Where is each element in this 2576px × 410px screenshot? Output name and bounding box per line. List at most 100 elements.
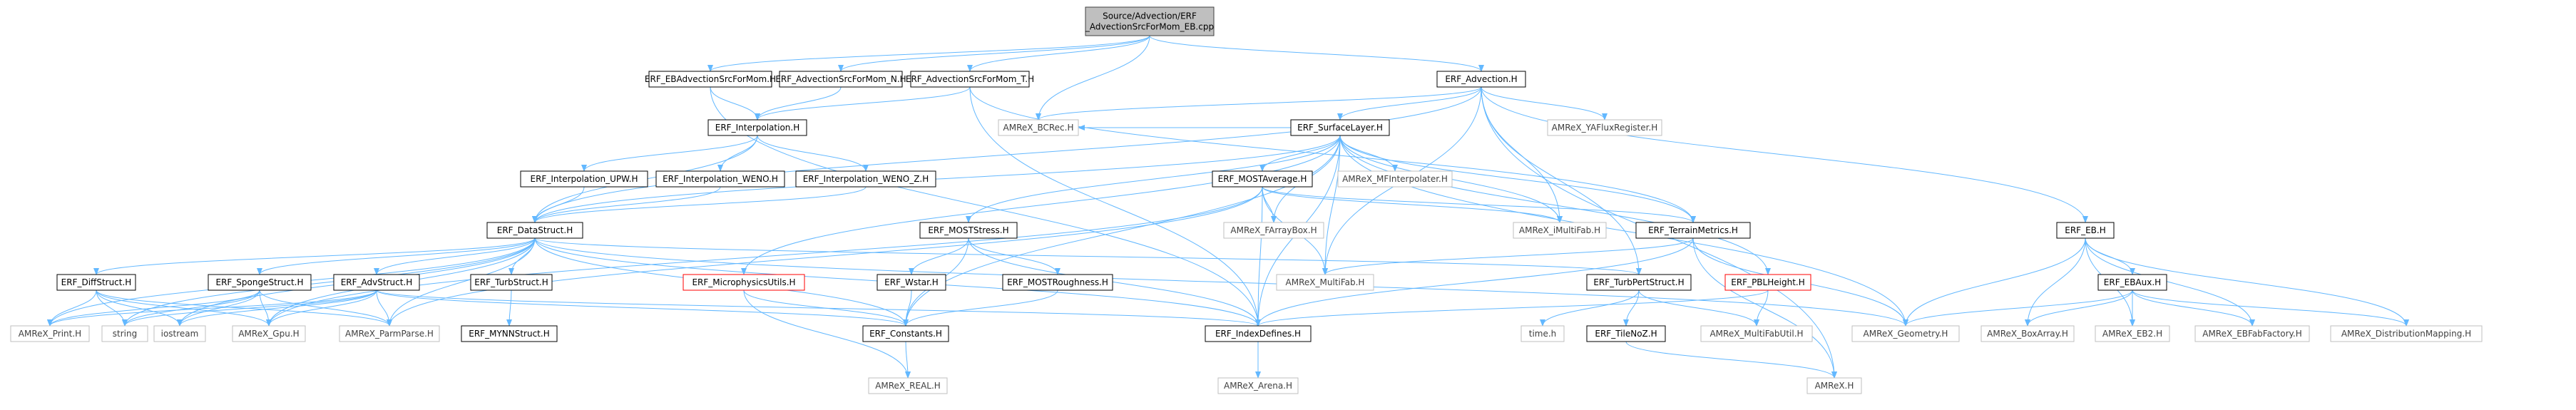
node-string: string — [101, 325, 148, 342]
node-real-label: AMReX_REAL.H — [875, 381, 941, 391]
node-timeh: time.h — [1520, 325, 1565, 342]
node-sponge-label: ERF_SpongeStruct.H — [215, 277, 303, 287]
node-advs[interactable]: ERF_AdvStruct.H — [333, 274, 420, 291]
node-datastruct[interactable]: ERF_DataStruct.H — [486, 222, 583, 239]
node-advs-box — [333, 274, 420, 291]
node-surf-label: ERF_SurfaceLayer.H — [1297, 123, 1383, 133]
node-upw-box — [520, 170, 648, 188]
node-srcT[interactable]: ERF_AdvectionSrcForMom_T.H — [906, 71, 1034, 88]
node-imf-label: AMReX_iMultiFab.H — [1519, 225, 1600, 235]
edge-diff-to-gpu — [96, 289, 272, 327]
node-distmap: AMReX_DistributionMapping.H — [2330, 325, 2483, 342]
edge-terrain-to-multifab — [1322, 237, 1694, 275]
node-multifab-label: AMReX_MultiFab.H — [1286, 277, 1365, 287]
node-distmap-label: AMReX_DistributionMapping.H — [2341, 329, 2471, 339]
node-pbl-label: ERF_PBLHeight.H — [1731, 277, 1804, 287]
node-pbl[interactable]: ERF_PBLHeight.H — [1724, 274, 1811, 291]
edge-diff-to-parmparse — [96, 289, 392, 327]
edge-turbpert-to-mfutil — [1638, 289, 1759, 327]
node-ebsrc[interactable]: ERF_EBAdvectionSrcForMom.H — [645, 71, 776, 88]
edge-constants-to-real — [904, 341, 911, 379]
edge-advs-to-iostream — [177, 289, 377, 327]
node-mostavg-label: ERF_MOSTAverage.H — [1218, 174, 1307, 184]
node-turbs[interactable]: ERF_TurbStruct.H — [470, 274, 553, 291]
edge-mostavg-to-parmparse — [387, 186, 1263, 327]
edge-turbpert-to-timeh — [1540, 289, 1640, 327]
edge-micro-to-real — [743, 289, 911, 379]
node-srcN[interactable]: ERF_AdvectionSrcForMom_N.H — [775, 71, 906, 88]
node-bcrec-box — [998, 119, 1079, 136]
node-imf: AMReX_iMultiFab.H — [1513, 222, 1607, 239]
node-mostrough[interactable]: ERF_MOSTRoughness.H — [1002, 274, 1113, 291]
node-micro[interactable]: ERF_MicrophysicsUtils.H — [683, 274, 805, 291]
edge-srcT-to-terrain — [969, 86, 1696, 223]
node-ebfab-box — [2194, 325, 2310, 342]
node-upw[interactable]: ERF_Interpolation_UPW.H — [520, 170, 648, 188]
node-micro-box — [683, 274, 805, 291]
node-yaflux-box — [1547, 119, 1662, 136]
node-srcT-box — [910, 71, 1030, 88]
edge-surf-to-pbl — [1339, 135, 1771, 275]
node-wstar[interactable]: ERF_Wstar.H — [876, 274, 946, 291]
node-sponge[interactable]: ERF_SpongeStruct.H — [208, 274, 312, 291]
node-mostavg[interactable]: ERF_MOSTAverage.H — [1212, 170, 1313, 188]
edge-mostrough-to-constants — [903, 289, 1058, 327]
node-boxarray-label: AMReX_BoxArray.H — [1987, 329, 2068, 339]
node-iostream-label: iostream — [161, 329, 199, 339]
node-string-label: string — [113, 329, 137, 339]
node-eb2: AMReX_EB2.H — [2095, 325, 2170, 342]
node-multifab: AMReX_MultiFab.H — [1276, 274, 1374, 291]
node-mfutil-label: AMReX_MultiFabUtil.H — [1709, 329, 1803, 339]
edge-datastruct-to-string — [122, 237, 536, 327]
node-mfinterp: AMReX_MFInterpolater.H — [1337, 170, 1453, 188]
node-turbpert[interactable]: ERF_TurbPertStruct.H — [1586, 274, 1692, 291]
node-parmparse-label: AMReX_ParmParse.H — [345, 329, 434, 339]
node-advs-label: ERF_AdvStruct.H — [341, 277, 413, 287]
node-diff-box — [56, 274, 136, 291]
edge-datastruct-to-advs — [374, 237, 536, 275]
node-print-box — [10, 325, 90, 342]
node-interp[interactable]: ERF_Interpolation.H — [707, 119, 807, 136]
node-surf[interactable]: ERF_SurfaceLayer.H — [1290, 119, 1390, 136]
edge-diff-to-iostream — [96, 289, 183, 327]
edge-datastruct-to-turbs — [508, 237, 536, 275]
node-ebaux[interactable]: ERF_EBAux.H — [2097, 274, 2167, 291]
node-adv[interactable]: ERF_Advection.H — [1436, 71, 1526, 88]
node-mynn[interactable]: ERF_MYNNStruct.H — [461, 325, 558, 342]
edge-diff-to-string — [96, 289, 128, 327]
node-tilenoz[interactable]: ERF_TileNoZ.H — [1586, 325, 1666, 342]
node-terrain[interactable]: ERF_TerrainMetrics.H — [1635, 222, 1751, 239]
node-print-label: AMReX_Print.H — [19, 329, 81, 339]
node-mostavg-box — [1212, 170, 1313, 188]
node-tilenoz-box — [1586, 325, 1666, 342]
edge-advs-to-constants — [376, 289, 909, 327]
edge-pbl-to-mfutil — [1754, 289, 1769, 327]
edge-turbpert-to-tilenoz — [1623, 289, 1640, 327]
node-boxarray: AMReX_BoxArray.H — [1980, 325, 2075, 342]
node-mfutil-box — [1700, 325, 1813, 342]
node-string-box — [101, 325, 148, 342]
node-wenoz-box — [795, 170, 936, 188]
node-eb[interactable]: ERF_EB.H — [2056, 222, 2115, 239]
node-bcrec-label: AMReX_BCRec.H — [1003, 123, 1074, 133]
node-weno[interactable]: ERF_Interpolation_WENO.H — [655, 170, 785, 188]
node-root[interactable]: Source/Advection/ERF_AdvectionSrcForMom_… — [1085, 6, 1215, 36]
node-constants[interactable]: ERF_Constants.H — [862, 325, 949, 342]
node-root-box — [1085, 6, 1215, 36]
edge-datastruct-to-turbpert — [534, 237, 1642, 275]
edge-datastruct-to-diff — [93, 237, 536, 275]
node-ebsrc-box — [648, 71, 772, 88]
node-farray-box — [1223, 222, 1324, 239]
node-interp-box — [707, 119, 807, 136]
edge-ebaux-to-boxarray — [2025, 289, 2133, 327]
edge-datastruct-to-parmparse — [387, 237, 536, 327]
node-wenoz[interactable]: ERF_Interpolation_WENO_Z.H — [795, 170, 936, 188]
node-diff[interactable]: ERF_DiffStruct.H — [56, 274, 136, 291]
node-weno-box — [655, 170, 785, 188]
node-mynn-label: ERF_MYNNStruct.H — [469, 329, 549, 339]
edge-root-to-srcT — [967, 35, 1150, 72]
node-farray: AMReX_FArrayBox.H — [1223, 222, 1324, 239]
node-index[interactable]: ERF_IndexDefines.H — [1205, 325, 1312, 342]
node-moststress[interactable]: ERF_MOSTStress.H — [919, 222, 1018, 239]
